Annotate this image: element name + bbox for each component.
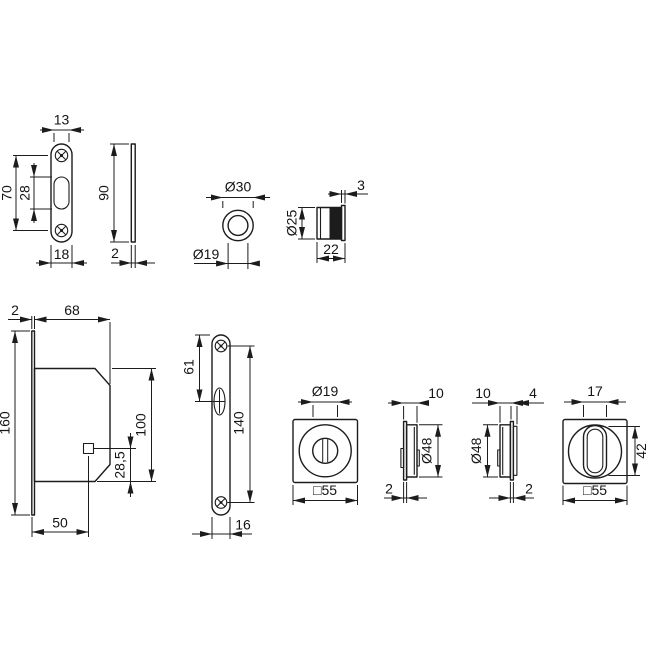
screw-icon (214, 496, 228, 509)
dim-escutcheon-width: 16 (235, 517, 251, 533)
dim-strike-slot-width: 13 (54, 112, 70, 128)
strike-plate-side-view: 90 2 (96, 143, 155, 268)
guide-ring-front-view: Ø30 Ø19 (193, 179, 270, 269)
mortise-lock-side-view: 2 68 160 100 28,5 50 (0, 302, 156, 537)
dim-rosette-b-thickness: 2 (525, 481, 533, 497)
dim-guide-inner-dia: Ø19 (193, 246, 220, 262)
dim-rosette-b-dia: Ø48 (468, 437, 484, 464)
dim-strike-screw-spacing: 70 (0, 185, 15, 201)
escutcheon-front-view: 61 140 16 (181, 334, 255, 539)
dim-rosette-a-dia: Ø48 (419, 437, 435, 464)
rosette-a-boss (405, 424, 418, 478)
lock-case (33, 367, 111, 483)
rosette-side-view-b: 10 4 Ø48 2 (468, 385, 544, 503)
strike-plate-front-view: 13 70 28 18 (0, 112, 87, 268)
release-hub (312, 437, 339, 464)
dim-strike-width: 18 (54, 246, 70, 262)
dim-lock-backset: 50 (52, 515, 68, 531)
dim-lock-faceplate-thickness: 2 (11, 302, 19, 318)
dim-lock-case-height: 100 (133, 413, 149, 437)
escutcheon-outline (211, 334, 231, 516)
spindle-hole (82, 442, 95, 455)
dim-cap-collar: 3 (357, 177, 365, 193)
dim-escutcheon-top-to-slot: 61 (181, 359, 197, 375)
dim-rosette-b-collar: 4 (529, 385, 537, 401)
dim-turn-rosette-size: □55 (583, 482, 607, 498)
rosette-b-collar (512, 425, 518, 476)
turn-rosette-boss-circle (567, 424, 623, 479)
strike-plate-outline (50, 143, 73, 243)
screw-icon (214, 339, 228, 353)
dim-rosette-a-depth: 10 (428, 385, 444, 401)
dim-turn-grip-height: 42 (633, 443, 649, 459)
dim-rosette-b-depth: 10 (475, 385, 491, 401)
dim-release-rosette-size: □55 (313, 482, 337, 498)
rosette-boss-circle (298, 424, 352, 478)
dim-strike-height: 90 (96, 185, 112, 201)
guide-ring-outer (222, 209, 254, 242)
dim-lock-faceplate-height: 160 (0, 411, 13, 435)
guide-ring-inner (227, 214, 249, 237)
rosette-square (292, 418, 359, 484)
dim-rosette-a-thickness: 2 (385, 481, 393, 497)
dust-cap-side-view: 3 Ø25 22 (284, 177, 368, 263)
dim-cap-length: 22 (323, 241, 339, 257)
knurled-section (329, 207, 342, 239)
coin-slot (322, 439, 329, 463)
dim-turn-grip-width: 17 (587, 383, 603, 399)
dim-strike-thickness: 2 (111, 245, 119, 261)
dim-cap-dia: Ø25 (284, 210, 300, 237)
dim-escutcheon-screw-spacing: 140 (231, 411, 247, 435)
dim-release-hole-dia: Ø19 (312, 383, 339, 399)
rosette-a-hub-back (400, 447, 405, 469)
thumbturn-grip-inner (586, 428, 604, 474)
rosette-b-boss (499, 424, 512, 478)
rosette-a-hub-front (416, 449, 420, 467)
screw-icon (54, 148, 69, 163)
release-rosette-front-view: Ø19 □55 (292, 383, 359, 505)
cylinder-collar (340, 204, 346, 242)
strike-plate-side-outline (130, 143, 136, 243)
screw-icon (54, 223, 69, 238)
dim-lock-case-depth: 68 (64, 302, 80, 318)
thumbturn-grip-outer (582, 424, 608, 478)
rosette-b-hub-front (497, 449, 501, 467)
thumbturn-rosette-front-view: 17 42 □55 (562, 383, 649, 505)
strike-plate-slot (53, 176, 70, 210)
turn-rosette-square (562, 418, 628, 485)
dim-strike-slot-height: 28 (17, 185, 33, 201)
dim-guide-outer-dia: Ø30 (225, 179, 252, 195)
rosette-side-view-a: 10 Ø48 2 (384, 385, 444, 503)
dim-lock-spindle-offset: 28,5 (112, 451, 128, 478)
